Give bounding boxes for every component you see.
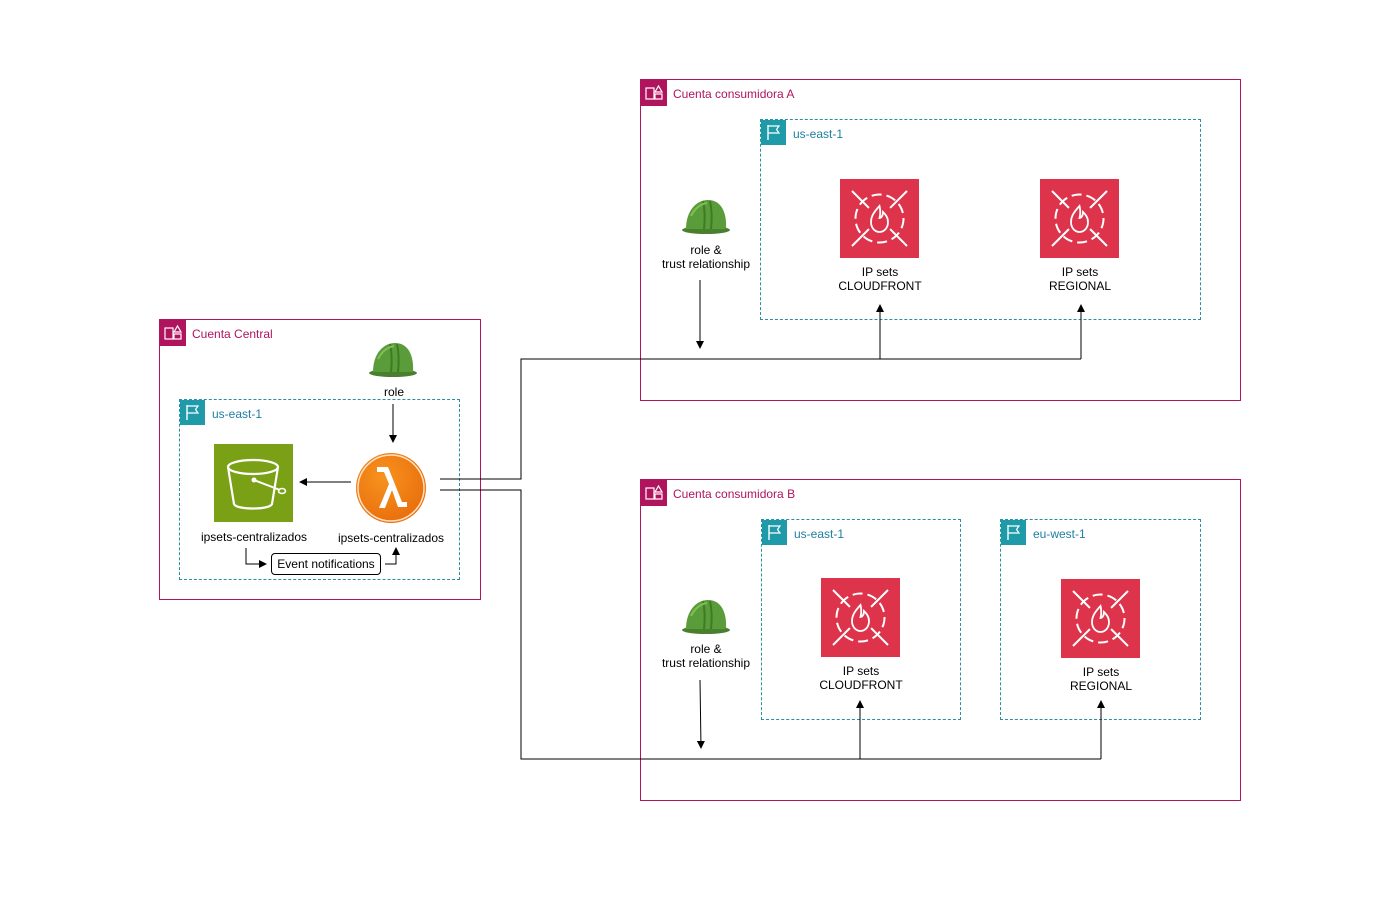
region-title: us-east-1 [794,527,845,541]
ipset-line1: IP sets [1061,265,1099,279]
ipset-regional-label: IP sets REGIONAL [1041,665,1161,693]
ipset-cloudfront-label: IP sets CLOUDFRONT [801,664,921,692]
event-notifications-box: Event notifications [271,553,381,575]
role-trust-line2: trust relationship [661,656,751,670]
role-trust-label: role & trust relationship [646,243,766,271]
region-flag-icon [761,120,786,145]
role-trust-line1: role & [690,642,722,656]
region-flag-icon [180,400,205,425]
lambda-icon[interactable] [355,452,427,529]
helmet-icon [679,596,733,641]
waf-ipset-icon[interactable] [1061,579,1140,658]
helmet-icon [679,196,733,241]
role-trust-line2: trust relationship [661,257,751,271]
helmet-icon [366,339,420,384]
ipset-line1: IP sets [861,265,899,279]
region-title: us-east-1 [793,127,844,141]
waf-ipset-icon[interactable] [840,179,919,258]
waf-ipset-icon[interactable] [1040,179,1119,258]
account-icon [641,80,667,106]
ipset-line2: CLOUDFRONT [819,678,903,692]
account-title: Cuenta consumidora B [673,487,796,501]
ipset-line1: IP sets [842,664,880,678]
role-trust-line1: role & [690,243,722,257]
region-flag-icon [762,520,787,545]
ipset-line2: CLOUDFRONT [838,279,922,293]
region-title: us-east-1 [212,407,263,421]
account-title: Cuenta consumidora A [673,87,795,101]
role-trust-label: role & trust relationship [646,642,766,670]
lambda-label: ipsets-centralizados [337,531,445,545]
role-label: role [383,385,404,399]
ipset-line2: REGIONAL [1069,679,1132,693]
account-icon [160,320,186,346]
region-flag-icon [1001,520,1026,545]
ipset-line1: IP sets [1082,665,1120,679]
region-title: eu-west-1 [1033,527,1086,541]
region-a-us-east-1: us-east-1 [760,119,1201,320]
account-icon [641,480,667,506]
s3-bucket-icon[interactable] [214,444,293,522]
bucket-label: ipsets-centralizados [200,530,308,544]
ipset-line2: REGIONAL [1048,279,1111,293]
ipset-cloudfront-label: IP sets CLOUDFRONT [820,265,940,293]
account-title: Cuenta Central [192,327,273,341]
waf-ipset-icon[interactable] [821,578,900,657]
ipset-regional-label: IP sets REGIONAL [1020,265,1140,293]
